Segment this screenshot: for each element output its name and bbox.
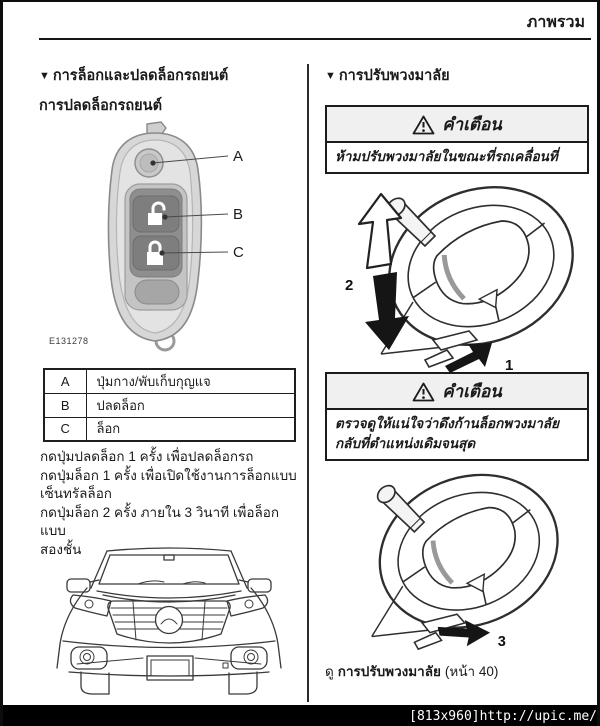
warning-triangle-icon	[412, 382, 435, 401]
figure-code: E131278	[49, 336, 89, 346]
section-title-lock-unlock: ▼การล็อกและปลดล็อกรถยนต์	[39, 68, 229, 84]
warning-body: ห้ามปรับพวงมาลัยในขณะที่รถเคลื่อนที่	[335, 149, 558, 164]
tilt-arrow-down-icon	[365, 272, 409, 350]
reference-note: ดูการปรับพวงมาลัย(หน้า 40)	[325, 664, 499, 679]
section-title-steering: ▼การปรับพวงมาลัย	[325, 68, 450, 84]
keyfob-illustration: A B C	[107, 121, 244, 352]
lock-icon	[147, 240, 163, 265]
unlock-icon	[148, 201, 166, 225]
warning-title: คำเตือน	[442, 382, 502, 401]
warning-box-1: คำเตือน ห้ามปรับพวงมาลัยในขณะที่รถเคลื่อ…	[325, 105, 589, 174]
steering-wheel-1-illustration: 1 2	[345, 186, 574, 374]
fob-label-b: B	[233, 206, 243, 223]
tilt-release-lever	[420, 613, 467, 634]
figure1-label-tilt: 2	[345, 277, 353, 294]
watermark-bar: [813x960]http://upic.me/	[3, 705, 597, 726]
column-divider	[307, 64, 309, 702]
table-row: A ปุ่มกาง/พับเก็บกุญแจ	[43, 368, 296, 394]
instruction-text: กดปุ่มปลดล็อก 1 ครั้ง เพื่อปลดล็อกรถ กดป…	[40, 449, 297, 557]
figure1-label-lever: 1	[505, 357, 513, 374]
fob-blank-button	[134, 279, 180, 305]
steering-wheel-2-illustration: 3	[371, 473, 559, 651]
warning-header: คำเตือน	[327, 374, 587, 410]
turn-signal-stalk	[376, 484, 426, 534]
lever-arrow-icon	[445, 343, 492, 373]
warning-body: ตรวจดูให้แน่ใจว่าดึงก้านล็อกพวงมาลัย กลั…	[335, 416, 559, 451]
page-title: ภาพรวม	[526, 14, 585, 31]
section-marker-icon: ▼	[39, 70, 50, 82]
header-rule	[39, 38, 591, 40]
figure2-label-lever: 3	[498, 634, 506, 650]
warning-box-2: คำเตือน ตรวจดูให้แน่ใจว่าดึงก้านล็อกพวงม…	[325, 372, 589, 461]
warning-header: คำเตือน	[327, 107, 587, 143]
warning-triangle-icon	[412, 115, 435, 134]
fob-label-c: C	[233, 244, 244, 261]
steering-wheel	[371, 473, 559, 651]
lever-arrow-icon	[437, 620, 491, 647]
fob-label-a: A	[233, 148, 243, 165]
legend-table: A ปุ่มกาง/พับเก็บกุญแจ B ปลดล็อก C ล็อก	[43, 368, 296, 442]
tilt-release-lever	[431, 330, 479, 351]
table-row: B ปลดล็อก	[43, 392, 296, 418]
subsection-title-unlock: การปลดล็อกรถยนต์	[39, 98, 162, 114]
tilt-arrow-up-icon	[357, 192, 403, 270]
fob-callouts	[152, 155, 229, 254]
steering-wheel	[380, 186, 574, 368]
warning-title: คำเตือน	[442, 115, 502, 134]
car-front-illustration	[56, 547, 282, 695]
table-row: C ล็อก	[43, 416, 296, 442]
watermark-text: [813x960]http://upic.me/	[409, 709, 597, 724]
section-marker-icon: ▼	[325, 70, 336, 82]
